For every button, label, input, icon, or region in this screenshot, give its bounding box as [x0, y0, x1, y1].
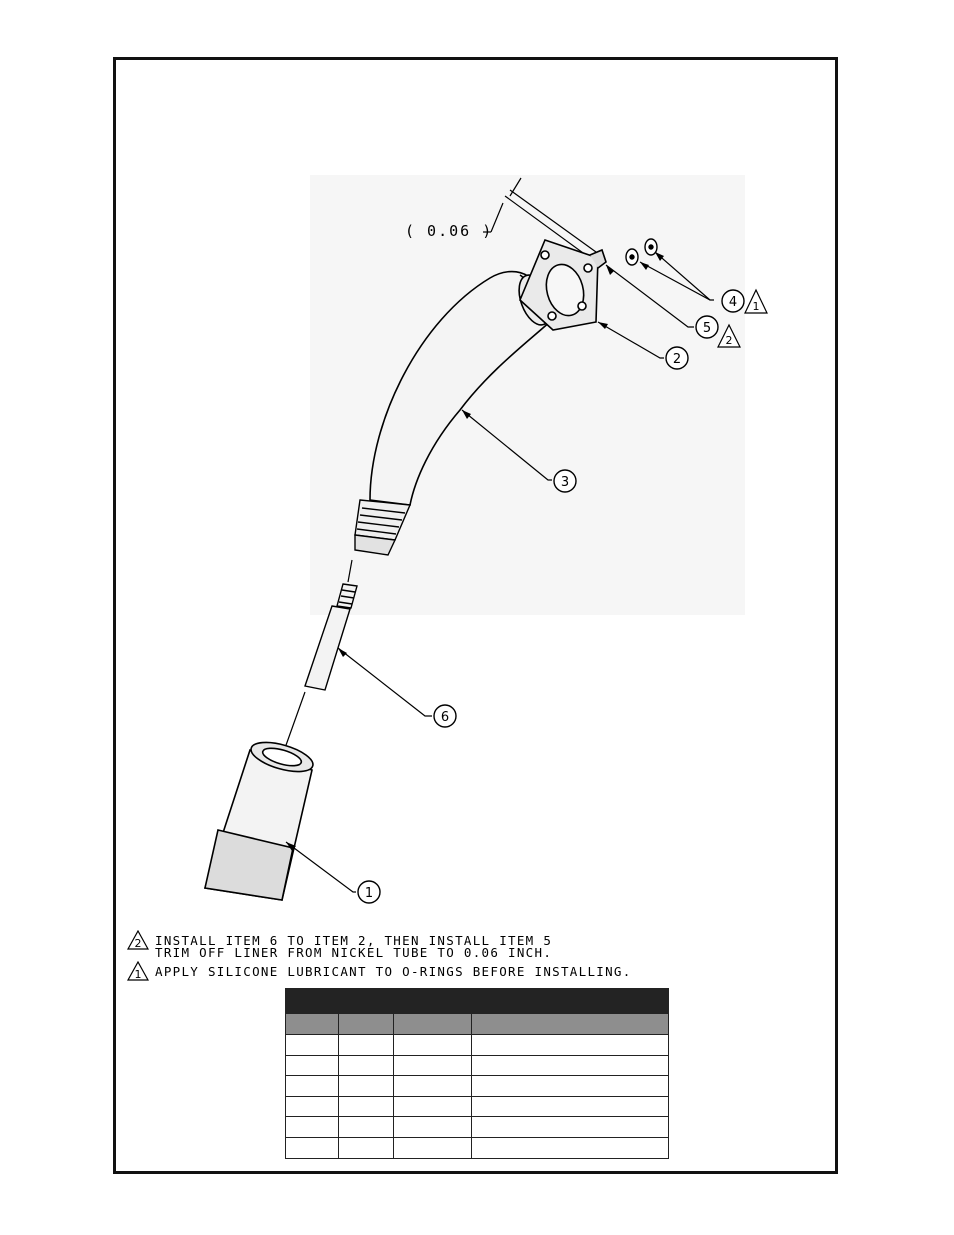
leader-arrowheads — [286, 252, 664, 851]
balloon-1: 1 — [357, 880, 381, 904]
table-cell — [471, 1136, 669, 1159]
nozzle — [203, 741, 314, 901]
table-row — [285, 1034, 669, 1056]
flag-triangle-1: 1 — [744, 288, 768, 314]
note-2-line-2: TRIM OFF LINER FROM NICKEL TUBE TO 0.06 … — [155, 945, 553, 960]
table-cell — [393, 1095, 472, 1118]
svg-text:2: 2 — [726, 334, 733, 347]
table-cell — [338, 1034, 394, 1056]
table-title-row — [285, 988, 669, 1014]
table-cell — [471, 1075, 669, 1097]
table-cell — [393, 1054, 472, 1077]
table-cell — [338, 1116, 394, 1138]
table-row — [285, 1075, 669, 1097]
table-cell — [393, 1136, 472, 1159]
column-header — [285, 1013, 339, 1035]
note-2-line-1: INSTALL ITEM 6 TO ITEM 2, THEN INSTALL I… — [155, 933, 553, 948]
table-cell — [393, 1075, 472, 1097]
svg-text:2: 2 — [673, 352, 681, 367]
svg-text:6: 6 — [441, 710, 449, 725]
table-header-row — [285, 1013, 669, 1035]
contact-tube — [304, 583, 358, 691]
centerline-b — [284, 691, 306, 749]
dimension-0.06 — [483, 177, 597, 259]
table-row — [285, 1095, 669, 1118]
note-flag-1: 1 — [127, 961, 149, 981]
table-cell — [285, 1116, 339, 1138]
leader-lines — [285, 251, 714, 893]
balloon-6: 6 — [433, 704, 457, 728]
svg-text:1: 1 — [135, 968, 142, 981]
balloon-2: 2 — [665, 346, 689, 370]
table-row — [285, 1136, 669, 1159]
dimension-label: ( 0.06 ) — [405, 222, 493, 240]
column-header — [338, 1013, 394, 1035]
note-1-line-1: APPLY SILICONE LUBRICANT TO O-RINGS BEFO… — [155, 964, 632, 979]
page-border — [113, 57, 838, 1174]
table-cell — [285, 1075, 339, 1097]
table-row — [285, 1116, 669, 1138]
parts-list-table — [285, 988, 669, 1159]
table-row — [285, 1054, 669, 1077]
table-cell — [338, 1095, 394, 1118]
svg-text:2: 2 — [135, 937, 142, 950]
o-ring-4 — [644, 238, 658, 256]
flag-triangle-2: 2 — [717, 323, 741, 348]
table-title — [285, 988, 669, 1014]
centerline-a — [347, 559, 353, 583]
svg-text:3: 3 — [561, 475, 569, 490]
table-cell — [285, 1054, 339, 1077]
svg-text:4: 4 — [729, 295, 737, 310]
table-cell — [471, 1116, 669, 1138]
table-cell — [285, 1095, 339, 1118]
table-cell — [285, 1034, 339, 1056]
table-cell — [338, 1054, 394, 1077]
column-header — [471, 1013, 669, 1035]
table-cell — [393, 1034, 472, 1056]
o-ring-5 — [625, 248, 639, 266]
svg-text:1: 1 — [365, 886, 373, 901]
balloon-3: 3 — [553, 469, 577, 493]
note-flag-2: 2 — [127, 930, 149, 950]
threaded-end — [354, 499, 412, 556]
column-header — [393, 1013, 472, 1035]
table-cell — [393, 1116, 472, 1138]
table-cell — [471, 1034, 669, 1056]
svg-text:5: 5 — [703, 321, 711, 336]
balloon-5: 5 — [695, 315, 719, 339]
table-cell — [471, 1095, 669, 1118]
table-cell — [471, 1054, 669, 1077]
balloon-4: 4 — [721, 289, 745, 313]
table-cell — [338, 1075, 394, 1097]
svg-text:1: 1 — [753, 300, 760, 313]
mounting-flange — [519, 239, 607, 331]
table-cell — [338, 1136, 394, 1159]
table-cell — [285, 1136, 339, 1159]
